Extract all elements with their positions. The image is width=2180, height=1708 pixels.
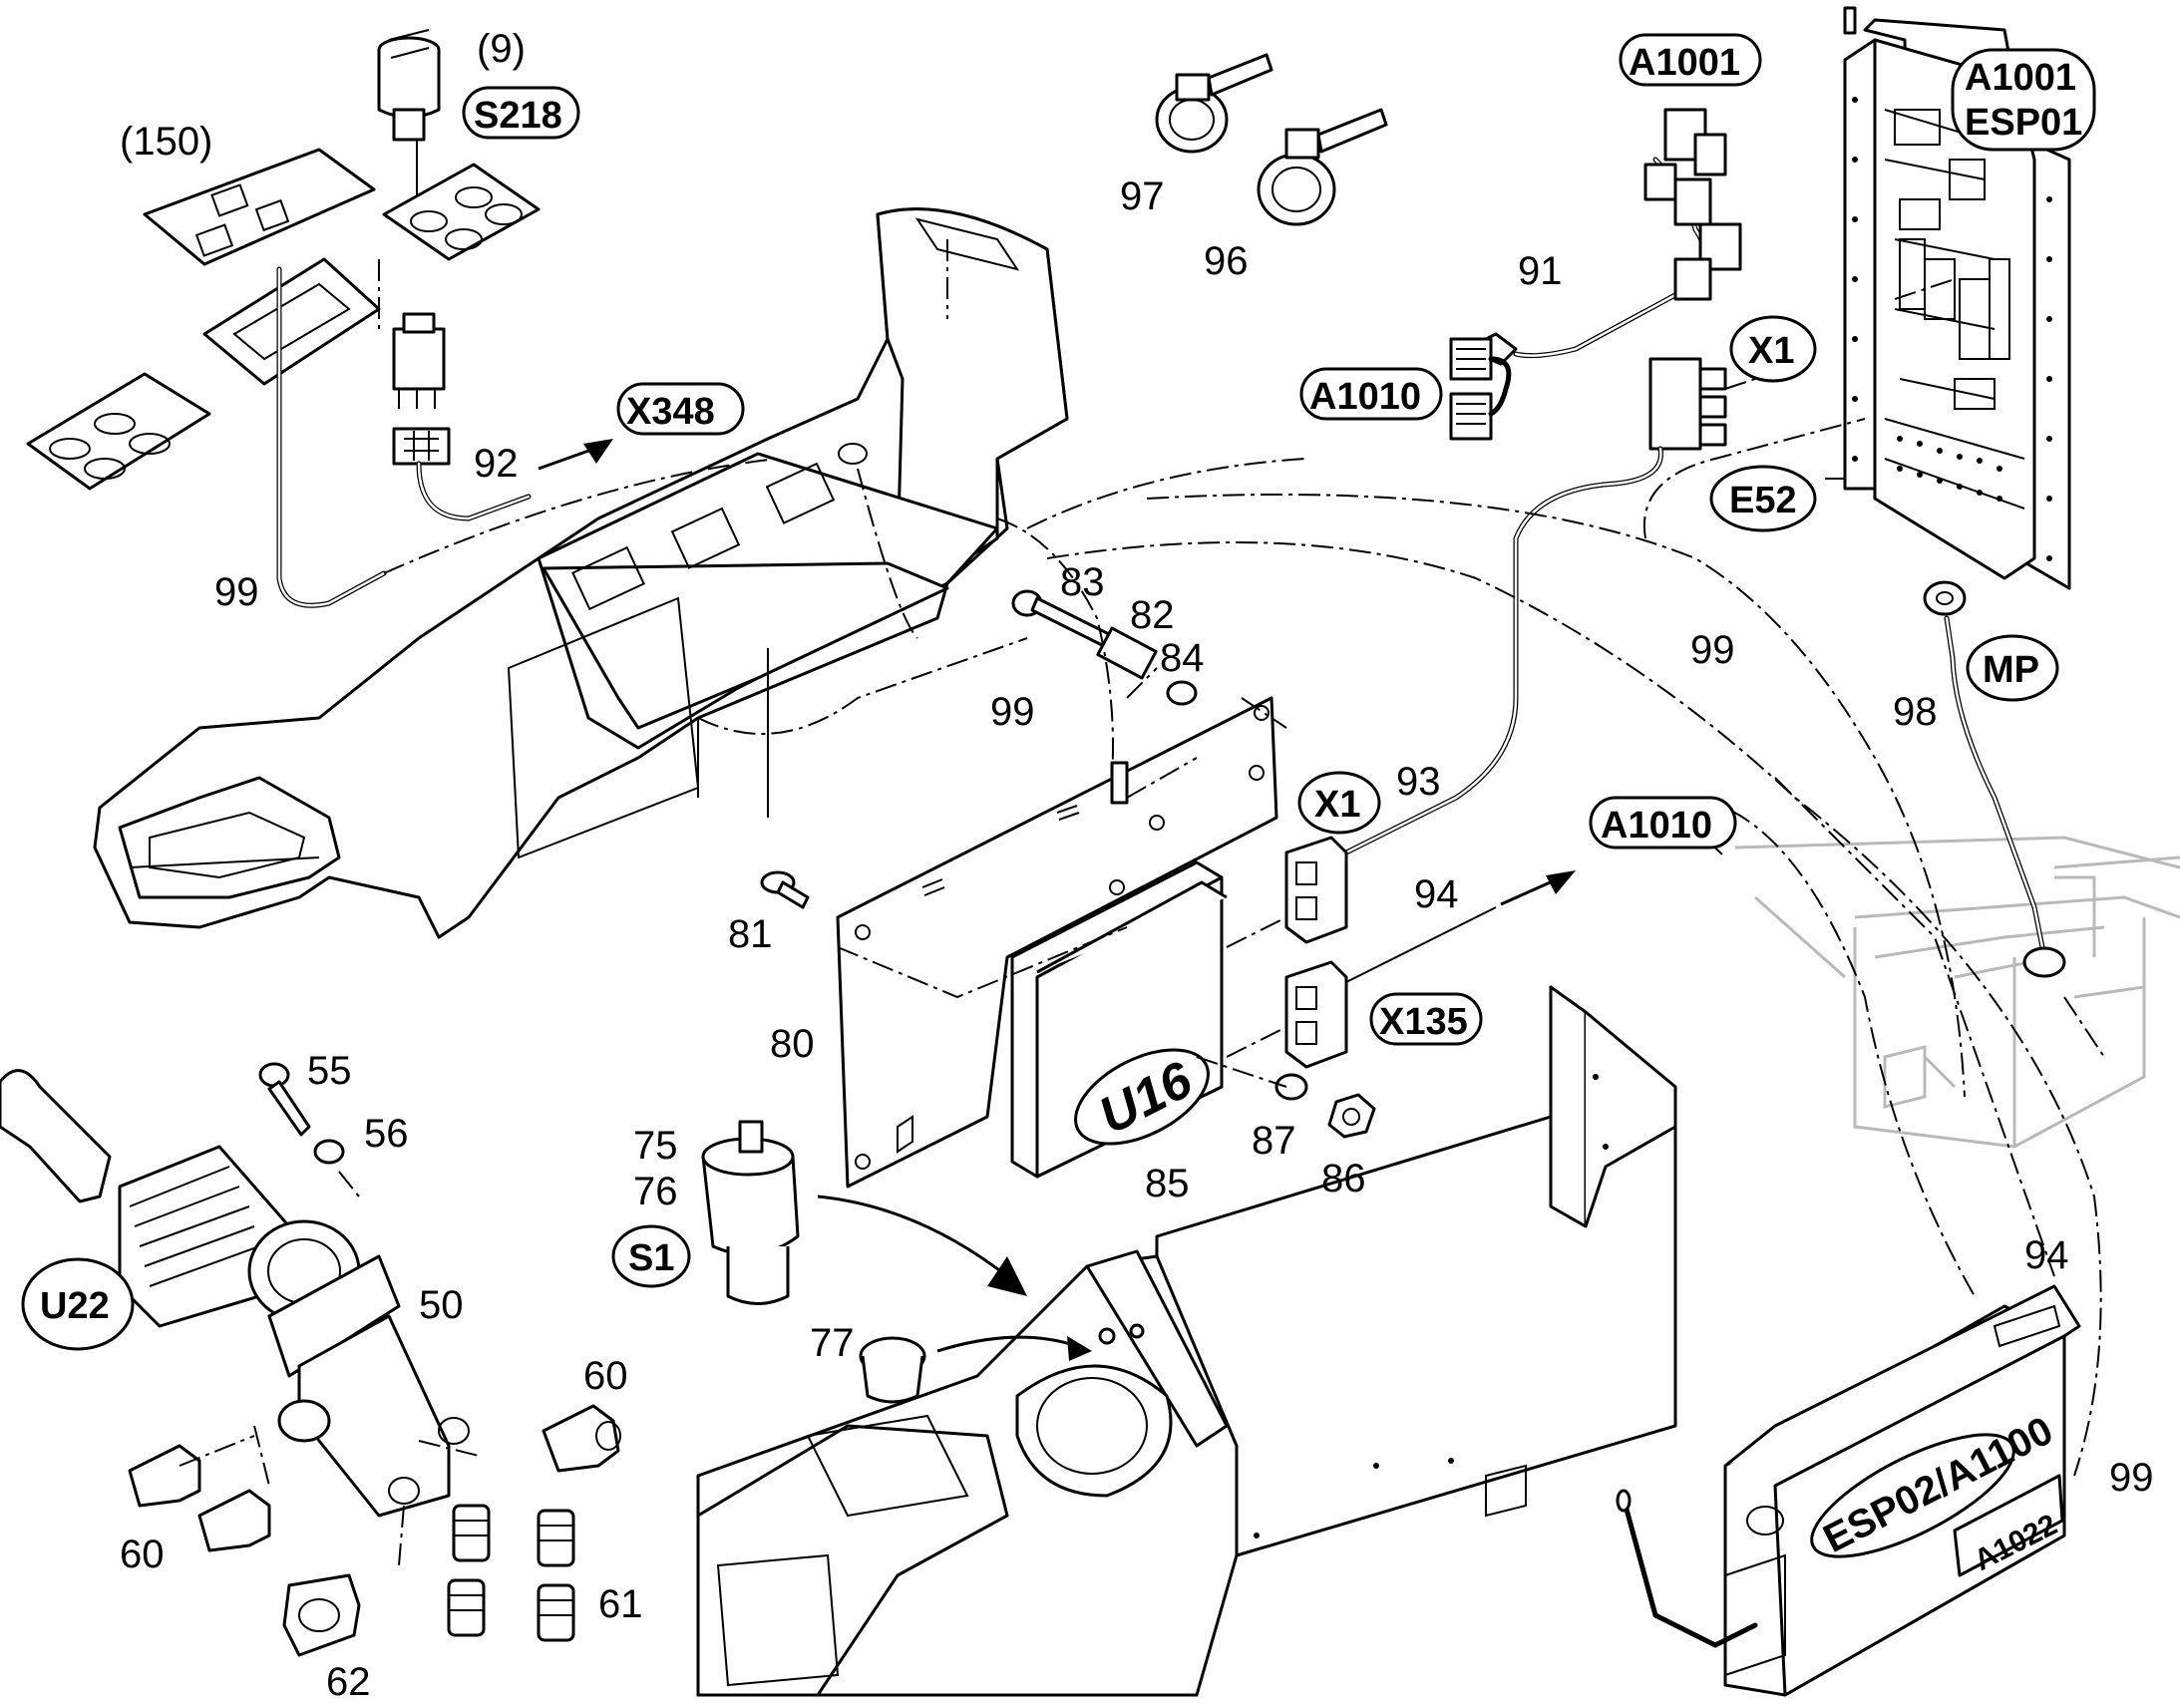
cap-77 (859, 1336, 926, 1404)
console-housing (696, 985, 1677, 1697)
tag-e52: E52 (1729, 480, 1797, 521)
label-83: 83 (1060, 560, 1105, 604)
label-9: (9) (477, 27, 526, 71)
nut-86-washer-87 (1274, 1073, 1376, 1139)
tag-s1: S1 (628, 1237, 674, 1279)
label-60-left: 60 (120, 1533, 165, 1576)
tag-mp: MP (1983, 649, 2039, 691)
label-61: 61 (598, 1582, 643, 1626)
label-86: 86 (1321, 1157, 1366, 1200)
screw-55-washer-56 (258, 1062, 345, 1165)
cable-tie-97 (1155, 53, 1273, 154)
label-87: 87 (1252, 1119, 1296, 1163)
label-55: 55 (307, 1049, 352, 1093)
wiring-harness-91 (1449, 108, 1742, 441)
tag-x1-mid: X1 (1314, 784, 1360, 826)
fitting-60-right (542, 1404, 621, 1473)
label-99d: 99 (2109, 1456, 2154, 1500)
label-81: 81 (728, 912, 773, 956)
mounting-plate-80 (836, 696, 1278, 1189)
label-50: 50 (419, 1283, 464, 1327)
board-post (1843, 6, 1857, 35)
tag-s218: S218 (474, 95, 562, 137)
label-85: 85 (1145, 1162, 1190, 1205)
label-92: 92 (474, 442, 519, 486)
key-switch-s1 (701, 1120, 800, 1305)
label-94b: 94 (2024, 1233, 2069, 1277)
tag-u22: U22 (40, 1285, 110, 1327)
label-56: 56 (364, 1112, 409, 1156)
cable-94 (1345, 906, 1497, 983)
routing-dashed-lines (378, 239, 2105, 1477)
arrow-s1-curve (817, 1195, 1008, 1278)
label-94a: 94 (1414, 872, 1459, 916)
switch-plate-4-hole (382, 163, 541, 261)
label-80: 80 (770, 1022, 815, 1066)
control-board-esp01 (1843, 18, 2071, 590)
label-82: 82 (1130, 593, 1175, 637)
tag-a1001: A1001 (1629, 42, 1740, 84)
ecu-module-u16 (1010, 860, 1228, 1179)
label-91: 91 (1518, 249, 1563, 293)
fittings-60-left (128, 1444, 271, 1552)
connector-x1-top (1648, 357, 1727, 451)
label-150: (150) (120, 120, 212, 164)
label-76: 76 (633, 1170, 678, 1213)
ghost-frame-structure (1734, 836, 2180, 1149)
tag-a1010-mid: A1010 (1601, 805, 1712, 847)
nipples-61 (447, 1504, 575, 1642)
joystick-u22 (0, 1069, 470, 1518)
label-99a: 99 (214, 570, 259, 614)
bolt-83-spacer-82-washer-84 (1011, 589, 1198, 706)
arrow-77-curve (936, 1335, 1078, 1353)
joystick-leaders (179, 1171, 480, 1566)
tag-x135: X135 (1379, 1001, 1468, 1043)
esp02-a1100-unit (1616, 1284, 2081, 1697)
connector-x1-mid (1284, 836, 1348, 944)
label-62: 62 (326, 1660, 371, 1704)
label-77: 77 (810, 1321, 855, 1365)
rocker-switch-body (392, 312, 451, 466)
bezel-frame (202, 257, 381, 386)
dashboard-panel (93, 207, 1069, 939)
tag-x1-top: X1 (1748, 330, 1794, 372)
label-96: 96 (1204, 239, 1249, 283)
label-98: 98 (1893, 690, 1938, 734)
label-99b: 99 (990, 690, 1035, 734)
tag-a1001-esp01-line1: A1001 (1965, 57, 2076, 99)
decal-150 (143, 148, 376, 266)
label-84: 84 (1160, 636, 1205, 680)
plug-62 (282, 1573, 361, 1657)
tag-a1001-esp01-line2: ESP01 (1965, 102, 2082, 144)
blank-plate-4-hole (26, 372, 211, 491)
connector-x135 (1284, 960, 1348, 1069)
label-75: 75 (633, 1124, 678, 1168)
ground-strap-98 (1923, 580, 2066, 978)
label-97: 97 (1120, 174, 1165, 218)
tag-a1010-top: A1010 (1309, 376, 1421, 418)
part-number-labels: (9) (150) 92 99 97 96 91 83 82 84 99 99 … (120, 27, 2154, 1704)
screw-81 (760, 870, 810, 909)
label-99c: 99 (1690, 628, 1735, 672)
key-switch-s218 (377, 29, 441, 142)
tag-x348: X348 (626, 391, 715, 433)
label-93: 93 (1396, 760, 1441, 804)
label-60-right: 60 (583, 1354, 628, 1398)
cable-tie-96 (1257, 108, 1388, 226)
